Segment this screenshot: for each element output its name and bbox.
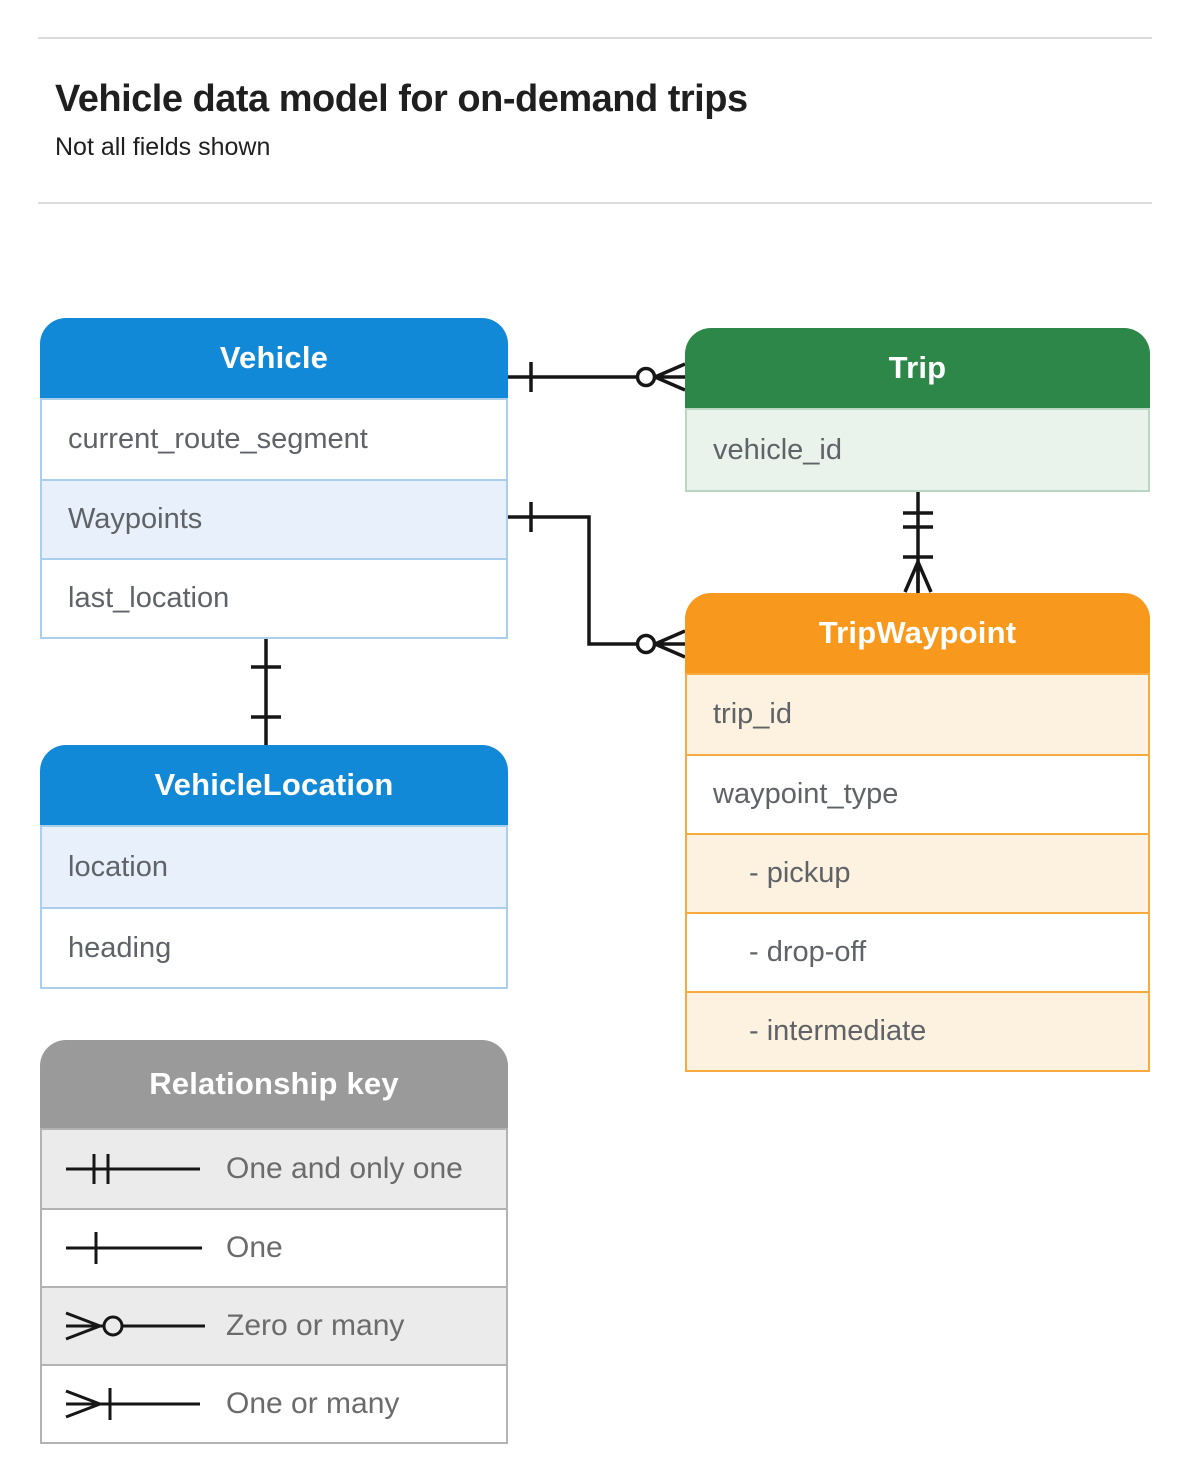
top-divider [38, 37, 1152, 39]
entity-row: - intermediate [687, 991, 1148, 1070]
legend-item: One and only one [42, 1130, 506, 1208]
connector-trip-tripwaypoint [903, 492, 933, 593]
entity-tripwaypoint-header: TripWaypoint [685, 593, 1150, 673]
entity-trip: Trip vehicle_id [685, 328, 1150, 492]
entity-tripwaypoint: TripWaypoint trip_id waypoint_type - pic… [685, 593, 1150, 1072]
entity-row: - pickup [687, 833, 1148, 912]
entity-vehicle: Vehicle current_route_segment Waypoints … [40, 318, 508, 639]
legend-label: One or many [226, 1387, 400, 1420]
entity-row: current_route_segment [68, 423, 368, 455]
legend-item: One [42, 1208, 506, 1286]
entity-row: vehicle_id [687, 410, 1148, 490]
one-and-only-one-icon [66, 1154, 200, 1184]
entity-row: last_location [42, 558, 506, 637]
entity-vehiclelocation-header: VehicleLocation [40, 745, 508, 825]
zero-or-many-icon [65, 1311, 205, 1341]
page-title: Vehicle data model for on-demand trips [55, 78, 748, 120]
entity-row: location [42, 827, 506, 907]
entity-trip-header: Trip [685, 328, 1150, 408]
connector-vehicle-trip [508, 362, 686, 392]
legend-item: One or many [42, 1364, 506, 1442]
one-or-many-icon [65, 1388, 200, 1420]
one-icon [66, 1232, 202, 1264]
entity-row: heading [42, 907, 506, 987]
page-subtitle: Not all fields shown [55, 133, 271, 161]
relationship-key: Relationship key One and only one One [40, 1040, 508, 1444]
legend-label: One and only one [226, 1152, 463, 1185]
header-divider [38, 202, 1152, 204]
legend-label: Zero or many [226, 1309, 405, 1342]
relationship-key-header: Relationship key [40, 1040, 508, 1128]
connector-waypoints-tripwaypoint [508, 502, 686, 659]
legend-item: Zero or many [42, 1286, 506, 1364]
entity-vehicle-header: Vehicle [40, 318, 508, 398]
entity-row: trip_id [687, 675, 1148, 754]
entity-vehiclelocation: VehicleLocation location heading [40, 745, 508, 989]
connector-vehicle-vehiclelocation [251, 639, 281, 745]
entity-row: waypoint_type [687, 754, 1148, 833]
entity-row: Waypoints [42, 479, 506, 558]
entity-row: - drop-off [687, 912, 1148, 991]
legend-label: One [226, 1231, 283, 1264]
